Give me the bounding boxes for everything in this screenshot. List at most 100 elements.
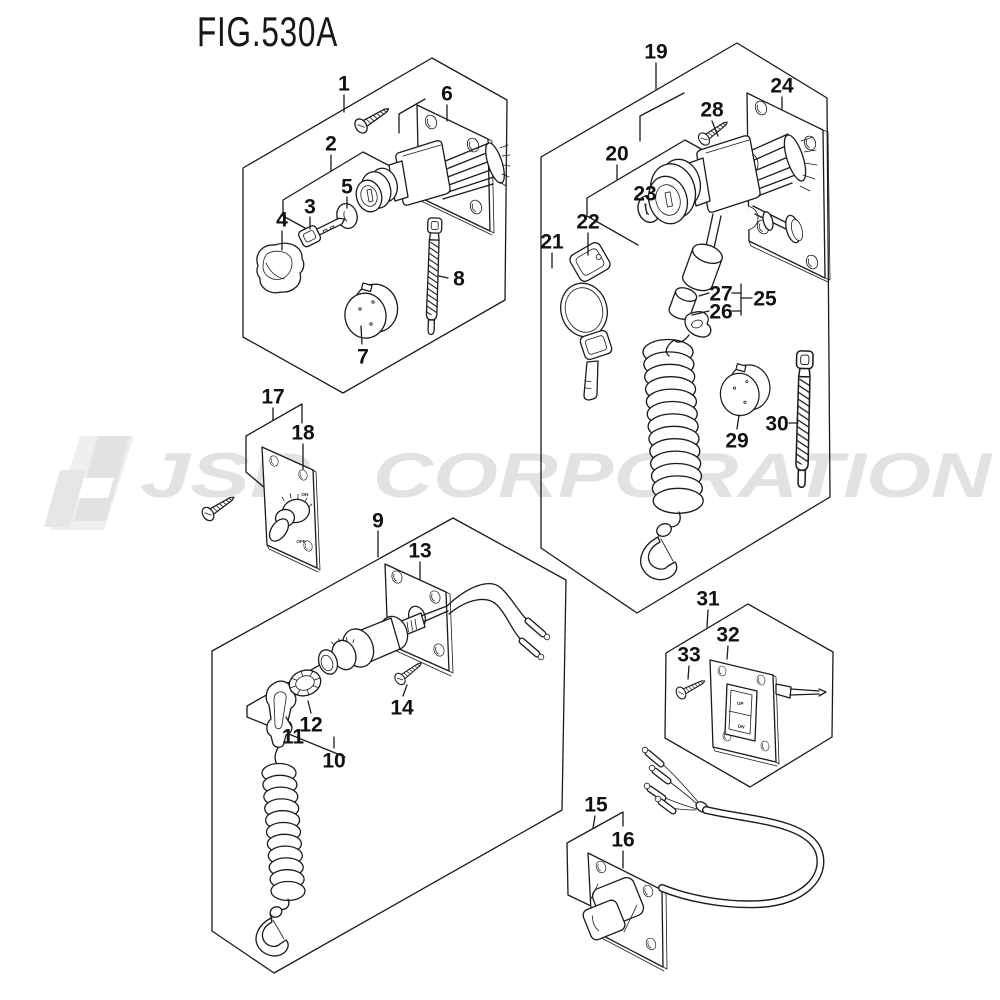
leader-line	[402, 684, 408, 697]
part-label-25: 25	[753, 288, 777, 311]
group-box-15	[566, 811, 624, 907]
key-cap-4	[256, 242, 305, 294]
key-3	[297, 217, 346, 248]
switch-panel-18: ON OFF	[261, 446, 321, 573]
part-label-9: 9	[372, 510, 384, 533]
part-label-27: 27	[709, 283, 732, 306]
part-label-18: 18	[291, 422, 315, 445]
watermark: JSP CORPORATION	[44, 436, 993, 530]
part-label-32: 32	[716, 624, 739, 647]
part-label-14: 14	[390, 697, 414, 720]
knob-off-marking: OFF	[296, 539, 305, 544]
stop-button-16	[582, 899, 626, 941]
key-set-21-22	[560, 242, 613, 401]
leader-line	[592, 815, 596, 829]
figure-title: FIG.530A	[197, 8, 338, 55]
snap-hook	[255, 917, 289, 957]
group-box-31	[664, 603, 834, 788]
part-label-1: 1	[338, 73, 350, 96]
clip-11	[265, 680, 297, 748]
leader-line	[691, 310, 710, 316]
part-label-31: 31	[696, 588, 720, 611]
harness-g31	[641, 746, 825, 909]
bullet-connectors	[641, 746, 677, 815]
leader-line	[736, 414, 740, 430]
bullet-connector	[543, 633, 551, 641]
leader-line	[438, 275, 449, 279]
bracket-part-28	[639, 92, 685, 142]
kill-switch-body-25	[682, 243, 723, 292]
part-label-12: 12	[299, 714, 322, 737]
cap-7	[341, 280, 402, 342]
part-label-17: 17	[261, 386, 284, 409]
part-label-21: 21	[540, 231, 564, 254]
key-slot	[664, 191, 673, 208]
group-boxes	[211, 42, 834, 974]
part-label-3: 3	[304, 196, 316, 219]
part-label-23: 23	[633, 183, 656, 206]
leader-line	[698, 292, 710, 297]
group-box-9	[211, 517, 567, 974]
cap-29	[717, 361, 774, 419]
leader-line	[307, 700, 312, 714]
part-label-10: 10	[322, 750, 345, 773]
key-slot	[366, 188, 374, 203]
cable	[658, 806, 825, 909]
part-label-4: 4	[276, 209, 288, 232]
nut-12	[288, 669, 322, 697]
ptt-switch-panel-32: UP DN	[709, 659, 827, 767]
leader-line	[285, 716, 293, 728]
part-label-24: 24	[770, 75, 794, 98]
part-label-29: 29	[725, 430, 748, 453]
jsp-logo-mark	[44, 436, 134, 530]
group-box-1	[242, 57, 508, 394]
leader-line	[644, 203, 648, 215]
leader-lines	[272, 62, 799, 869]
lanyard-coil	[261, 762, 306, 902]
screw-33	[673, 674, 709, 702]
lanyard-19	[640, 338, 704, 581]
part-label-30: 30	[765, 413, 788, 436]
leader-line	[687, 665, 690, 680]
rocker-switch	[728, 689, 753, 735]
leader-line	[706, 609, 709, 628]
lanyard-9	[255, 747, 306, 957]
part-label-8: 8	[453, 268, 465, 291]
knob-on-marking: ON	[302, 492, 310, 497]
rocker-up-marking: UP	[737, 701, 744, 707]
ignition-switch-assembly-g19	[647, 133, 818, 357]
part-label-6: 6	[441, 83, 453, 106]
part-label-19: 19	[644, 41, 667, 64]
screw-1	[351, 101, 394, 136]
lanyard-coil	[642, 338, 704, 514]
rocker-dn-marking: DN	[738, 724, 746, 730]
bracket-part-1	[398, 98, 426, 134]
ptt-switch-assembly-g9	[317, 605, 449, 675]
bullet-connector	[537, 653, 545, 661]
part-label-28: 28	[700, 99, 724, 122]
group-box-19	[540, 42, 831, 614]
part-label-22: 22	[576, 211, 599, 234]
leader-line	[711, 120, 719, 137]
part-label-16: 16	[611, 829, 634, 852]
part-label-33: 33	[677, 644, 700, 667]
snap-hook	[640, 536, 678, 581]
part-label-20: 20	[605, 143, 628, 166]
plunger-cap-27	[668, 287, 698, 320]
stop-switch-panel-16	[582, 852, 668, 972]
part-label-26: 26	[709, 301, 732, 324]
ignition-switch-assembly-g1	[355, 140, 511, 213]
part-label-5: 5	[341, 176, 353, 199]
part-label-15: 15	[584, 794, 608, 817]
part-labels: 1234567891011121314151617181920212223242…	[261, 41, 794, 852]
wires-13	[446, 583, 551, 661]
small-parts	[199, 101, 814, 748]
group-box-17	[245, 403, 303, 495]
part-label-11: 11	[282, 726, 305, 749]
leader-line	[726, 645, 729, 660]
leader-line	[360, 325, 363, 345]
stem-rod	[789, 688, 827, 697]
part-label-13: 13	[408, 540, 431, 563]
